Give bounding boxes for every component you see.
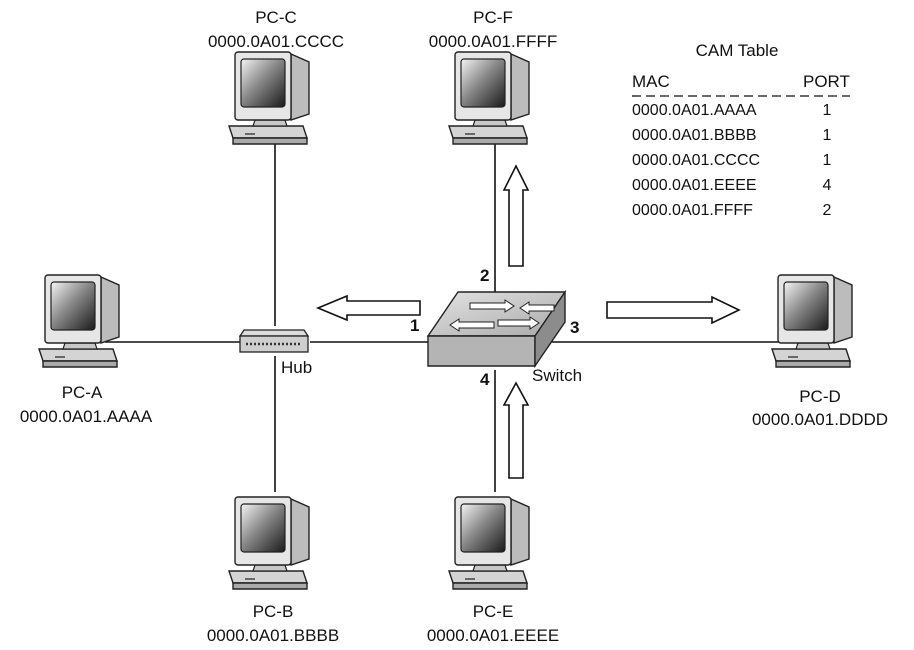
cam-row-port: 1 <box>822 152 832 169</box>
port-4-label: 4 <box>480 370 490 389</box>
pc-d-name: PC-D <box>799 387 841 406</box>
cam-row: 0000.0A01.EEEE 4 <box>632 177 852 199</box>
cam-row-port: 1 <box>822 102 832 119</box>
cam-row: 0000.0A01.AAAA 1 <box>632 102 852 124</box>
hub-label: Hub <box>281 358 313 377</box>
pc-a-name: PC-A <box>61 383 103 402</box>
arrow-to-pcf <box>502 164 530 267</box>
pc-c-computer-icon <box>228 51 310 145</box>
pc-f-name: PC-F <box>473 8 513 27</box>
link-lines <box>105 135 780 492</box>
cam-row-mac: 0000.0A01.EEEE <box>632 177 757 194</box>
cam-row-mac: 0000.0A01.CCCC <box>632 152 761 169</box>
pc-a-computer-icon <box>38 274 120 368</box>
cam-row-mac: 0000.0A01.BBBB <box>632 127 757 144</box>
cam-row-mac: 0000.0A01.AAAA <box>632 102 757 119</box>
cam-row-port: 4 <box>822 177 832 194</box>
arrow-to-hub <box>315 294 421 322</box>
cam-row-port: 1 <box>822 127 832 144</box>
pc-e-computer-icon <box>448 496 530 590</box>
switch-label: Switch <box>532 366 583 385</box>
cam-row: 0000.0A01.CCCC 1 <box>632 152 852 174</box>
pc-b-name: PC-B <box>252 602 294 621</box>
pc-b-mac: 0000.0A01.BBBB <box>206 626 340 645</box>
port-3-label: 3 <box>570 318 580 337</box>
port-1-label: 1 <box>410 316 420 335</box>
pc-f-mac: 0000.0A01.FFFF <box>428 32 558 51</box>
pc-a-mac: 0000.0A01.AAAA <box>19 407 153 426</box>
cam-header-mac: MAC <box>632 72 670 91</box>
pc-f-computer-icon <box>448 51 530 145</box>
port-2-label: 2 <box>480 266 490 285</box>
pc-b-computer-icon <box>228 496 310 590</box>
cam-row-port: 2 <box>822 202 832 219</box>
arrow-from-pce <box>502 381 530 479</box>
traffic-arrows <box>315 164 741 479</box>
cam-row: 0000.0A01.BBBB 1 <box>632 127 852 149</box>
pc-e-mac: 0000.0A01.EEEE <box>426 626 560 645</box>
pc-c-mac: 0000.0A01.CCCC <box>207 32 345 51</box>
arrow-to-pcd <box>606 295 741 325</box>
cam-row-mac: 0000.0A01.FFFF <box>632 202 753 219</box>
cam-row: 0000.0A01.FFFF 2 <box>632 202 852 224</box>
pc-d-computer-icon <box>771 274 853 368</box>
cam-table-title: CAM Table <box>695 41 779 60</box>
pc-c-name: PC-C <box>255 8 297 27</box>
pc-e-name: PC-E <box>472 602 514 621</box>
pc-d-mac: 0000.0A01.DDDD <box>751 410 889 429</box>
cam-header-port: PORT <box>803 72 850 91</box>
hub-icon <box>238 329 310 353</box>
switch-icon <box>426 289 567 369</box>
